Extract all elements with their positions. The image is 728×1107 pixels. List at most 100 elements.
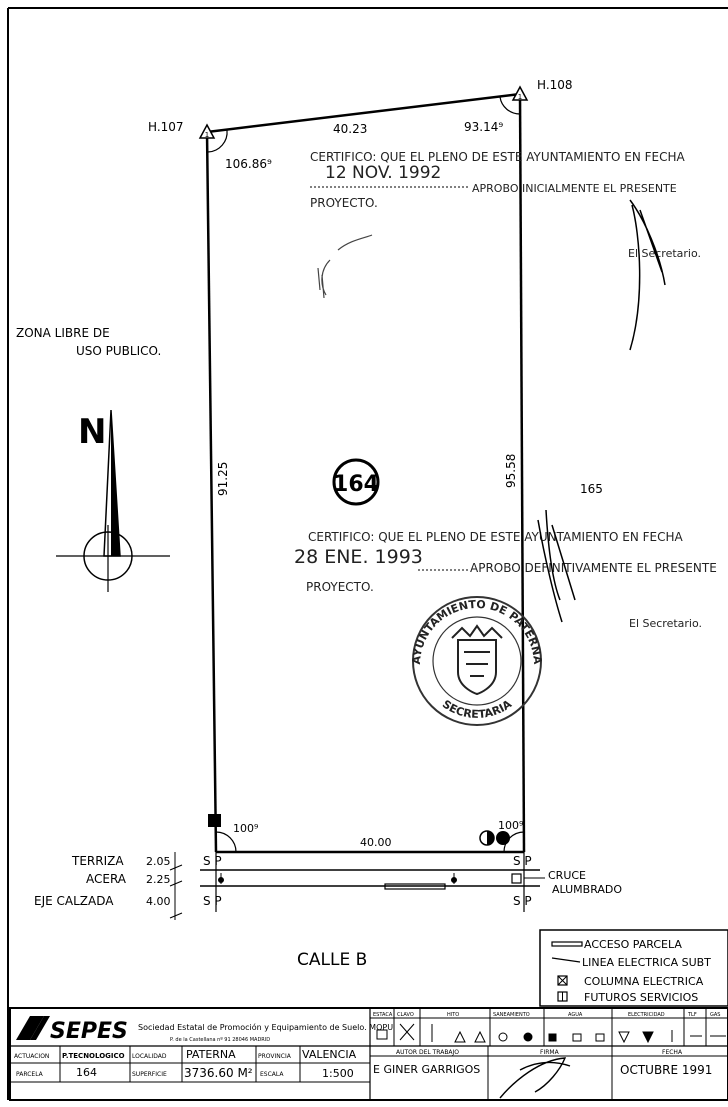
eje-calzada-value: 4.00 <box>146 895 171 908</box>
fecha-label: FECHA <box>662 1049 683 1056</box>
parcel-number: 164 <box>333 472 379 497</box>
sheet-border <box>7 7 728 1100</box>
company-name: Sociedad Estatal de Promoción y Equipami… <box>138 1022 393 1032</box>
company-address: P. de la Castellana nº 91 28046 MADRID <box>170 1037 270 1043</box>
sp-right-bottom: S P <box>513 894 532 908</box>
acera-label: ACERA <box>86 872 127 886</box>
localidad-value: PATERNA <box>186 1048 236 1061</box>
approval-stamp-initial: CERTIFICO: QUE EL PLENO DE ESTE AYUNTAMI… <box>310 150 701 351</box>
stamp1-line2: APROBO INICIALMENTE EL PRESENTE <box>472 182 677 195</box>
column-electric-marker <box>208 814 221 827</box>
parcel-outline <box>205 92 526 854</box>
angle-label-bottom-right: 100⁹ <box>498 819 523 832</box>
parcela-value: 164 <box>76 1066 97 1079</box>
autor-value: E GINER GARRIGOS <box>373 1063 480 1076</box>
vertex-marker-h107: 1 <box>198 123 216 139</box>
dimension-right: 95.58 <box>504 454 518 488</box>
escala-label: ESCALA <box>260 1071 284 1078</box>
superficie-value: 3736.60 M² <box>184 1066 253 1080</box>
author-signature <box>499 1057 571 1099</box>
provincia-label: PROVINCIA <box>258 1053 292 1060</box>
acera-value: 2.25 <box>146 873 171 886</box>
signature-2 <box>537 509 576 623</box>
legend-item-columna: COLUMNA ELECTRICA <box>557 975 704 988</box>
stamp1-line3: PROYECTO. <box>310 196 378 210</box>
terraza-value: 2.05 <box>146 855 171 868</box>
dimension-bottom: 40.00 <box>360 836 392 849</box>
fecha-value: OCTUBRE 1991 <box>620 1063 712 1077</box>
terraza-label: TERRIZA <box>71 854 124 868</box>
svg-text:ACCESO PARCELA: ACCESO PARCELA <box>584 938 682 951</box>
sp-left-bottom: S P <box>203 894 222 908</box>
parcela-label: PARCELA <box>16 1071 44 1078</box>
header-saneamiento: SANEAMIENTO <box>493 1012 530 1018</box>
angle-label-bottom-left: 100⁹ <box>233 822 258 835</box>
header-gas: GAS <box>710 1012 720 1018</box>
svg-text:COLUMNA ELECTRICA: COLUMNA ELECTRICA <box>584 975 704 988</box>
neighbor-parcel-number: 165 <box>580 482 603 496</box>
street-section <box>169 852 545 920</box>
legend-item-futuros: FUTUROS SERVICIOS <box>557 991 698 1004</box>
stamp2-line3: PROYECTO. <box>306 580 374 594</box>
services-symbols <box>376 1023 726 1044</box>
legend-item-linea: LINEA ELECTRICA SUBT <box>551 956 711 969</box>
vertex-marker-h108: 1 <box>511 85 529 101</box>
zone-label-line1: ZONA LIBRE DE <box>16 326 110 340</box>
svg-text:SECRETARIA: SECRETARIA <box>440 697 515 721</box>
sp-left-top: S P <box>203 854 222 868</box>
vertex-label-h108: H.108 <box>537 78 573 92</box>
logo-text: SEPES <box>50 1019 128 1044</box>
svg-text:1: 1 <box>205 131 209 139</box>
stamp2-line2: APROBO DEFINITIVAMENTE EL PRESENTE <box>470 561 717 575</box>
actuacion-label: ACTUACION <box>14 1053 49 1060</box>
stamp2-line1: CERTIFICO: QUE EL PLENO DE ESTE AYUNTAMI… <box>308 530 683 544</box>
north-arrow: N <box>56 409 170 592</box>
legend-item-acceso: ACCESO PARCELA <box>551 938 682 951</box>
dimension-left: 91.25 <box>216 462 230 496</box>
vertex-label-h107: H.107 <box>148 120 184 134</box>
electric-column-icon <box>557 975 568 986</box>
legend: ACCESO PARCELA LINEA ELECTRICA SUBT COLU… <box>539 929 728 1007</box>
firma-label: FIRMA <box>540 1049 560 1056</box>
stamp1-date: 12 NOV. 1992 <box>325 163 441 183</box>
actuacion-value: P.TECNOLOGICO <box>62 1052 125 1060</box>
autor-label: AUTOR DEL TRABAJO <box>396 1049 459 1056</box>
access-markers-right <box>479 830 510 846</box>
coat-of-arms-icon <box>457 639 497 696</box>
eje-calzada-label: EJE CALZADA <box>34 894 114 908</box>
access-icon <box>551 941 583 947</box>
superficie-label: SUPERFICIE <box>132 1071 167 1078</box>
stamp1-scribble <box>317 234 373 299</box>
angle-label-108: 93.14⁹ <box>464 120 503 134</box>
localidad-label: LOCALIDAD <box>132 1053 167 1060</box>
stamp1-line1: CERTIFICO: QUE EL PLENO DE ESTE AYUNTAMI… <box>310 150 685 164</box>
header-agua: AGUA <box>568 1012 583 1018</box>
stamp2-secretary: El Secretario. <box>629 617 702 630</box>
header-clavo: CLAVO <box>397 1012 414 1018</box>
crown-icon <box>451 624 503 639</box>
stamp2-date: 28 ENE. 1993 <box>294 546 423 568</box>
escala-value: 1:500 <box>322 1067 354 1080</box>
dimension-top: 40.23 <box>333 122 367 136</box>
angle-arcs <box>207 96 525 853</box>
header-electricidad: ELECTRICIDAD <box>628 1012 665 1018</box>
angle-label-107: 106.86⁹ <box>225 157 272 171</box>
approval-stamp-final: CERTIFICO: QUE EL PLENO DE ESTE AYUNTAMI… <box>294 509 717 630</box>
svg-text:FUTUROS SERVICIOS: FUTUROS SERVICIOS <box>584 991 698 1004</box>
sepes-logo: SEPES <box>16 1016 128 1044</box>
svg-text:LINEA ELECTRICA SUBT: LINEA ELECTRICA SUBT <box>582 956 711 969</box>
zone-label-line2: USO PUBLICO. <box>76 344 161 358</box>
signature-1 <box>629 199 666 351</box>
parcel-number-badge: 164 <box>332 458 380 506</box>
header-hito: HITO <box>447 1012 459 1018</box>
street-name: CALLE B <box>297 950 367 970</box>
cruce-label-line2: ALUMBRADO <box>552 883 622 896</box>
provincia-value: VALENCIA <box>302 1048 357 1061</box>
header-estaca: ESTACA <box>373 1012 393 1018</box>
stamp1-secretary: El Secretario. <box>628 247 701 260</box>
sp-right-top: S P <box>513 854 532 868</box>
underground-line-icon <box>551 957 581 963</box>
seal-bottom-text: SECRETARIA <box>440 697 515 721</box>
north-label: N <box>78 412 106 452</box>
